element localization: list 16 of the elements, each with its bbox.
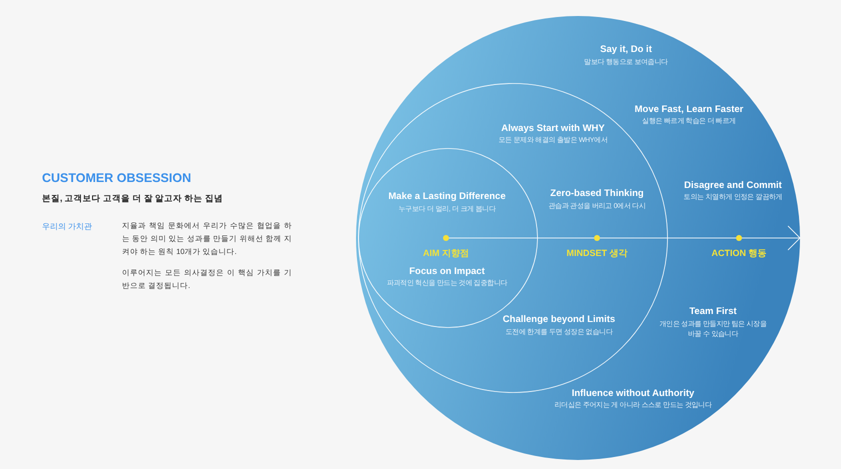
value-title: Disagree and Commit bbox=[684, 180, 782, 191]
value-title: Challenge beyond Limits bbox=[502, 314, 616, 325]
stage-label: MINDSET 생각 bbox=[566, 248, 628, 259]
stage-label: ACTION 행동 bbox=[712, 248, 766, 259]
value-title: Team First bbox=[689, 306, 737, 317]
section-label: 우리의 가치관 bbox=[42, 221, 92, 232]
value-title: Influence without Authority bbox=[572, 388, 694, 399]
stage-label: AIM 지향점 bbox=[423, 248, 469, 259]
value-title: Make a Lasting Difference bbox=[388, 191, 506, 202]
value-title: Move Fast, Learn Faster bbox=[634, 104, 744, 115]
value-title: Say it, Do it bbox=[600, 44, 652, 55]
heading: CUSTOMER OBSESSION bbox=[42, 171, 192, 185]
value-title: Focus on Impact bbox=[409, 266, 485, 277]
value-title: Always Start with WHY bbox=[501, 123, 605, 134]
subtitle: 본질, 고객보다 고객을 더 잘 알고자 하는 집념 bbox=[42, 193, 223, 205]
value-title: Zero-based Thinking bbox=[550, 188, 644, 199]
